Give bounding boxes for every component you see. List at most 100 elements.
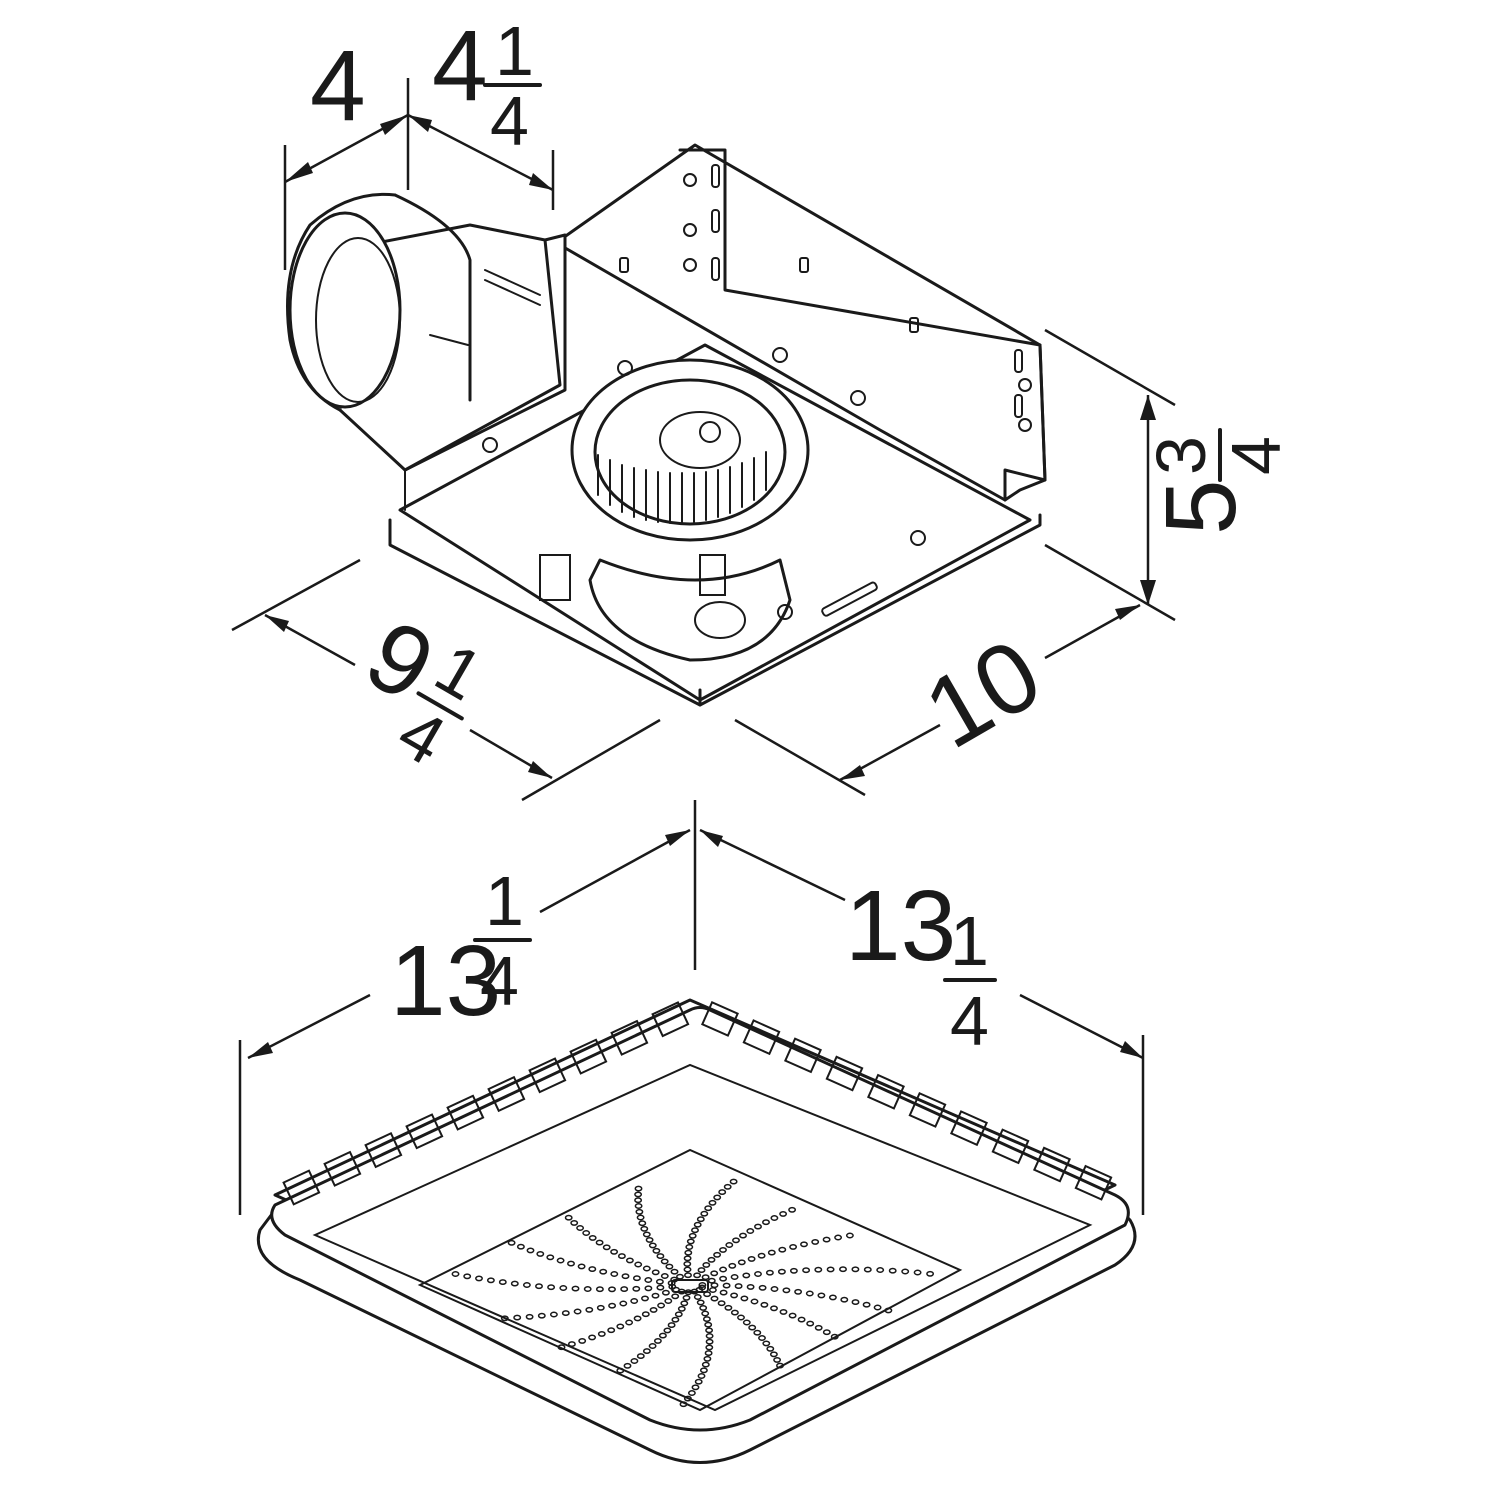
perforation-hole [701, 1361, 710, 1368]
perforation-hole [547, 1284, 556, 1291]
perforation-hole [625, 1319, 634, 1326]
perforation-hole [693, 1294, 702, 1300]
perforation-hole [608, 1286, 616, 1293]
perforation-hole [719, 1266, 728, 1273]
perforation-hole [577, 1263, 586, 1270]
dim-grille-width-left: 13 1 4 [238, 800, 697, 1215]
perforation-hole [723, 1183, 732, 1190]
perforation-hole [522, 1282, 531, 1288]
perforation-hole [556, 1257, 565, 1264]
perforation-hole [748, 1324, 757, 1331]
perforation-hole [595, 1286, 604, 1293]
perforation-hole [599, 1268, 608, 1275]
perforation-hole [758, 1284, 767, 1291]
perforation-hole [746, 1228, 755, 1234]
perforation-hole [636, 1214, 645, 1221]
perforation-hole [765, 1269, 774, 1276]
grille-side-slots [282, 1000, 1113, 1206]
perforation-hole [705, 1333, 714, 1339]
perforation-hole [642, 1265, 651, 1272]
perforation-hole [718, 1189, 727, 1196]
perforation-hole [670, 1268, 679, 1275]
perforation-hole [648, 1343, 657, 1349]
perforation-hole [536, 1250, 545, 1257]
grille-slot [405, 1113, 444, 1150]
perforation-hole [657, 1302, 666, 1309]
perforation-hole [913, 1269, 922, 1276]
perforation-hole [873, 1304, 882, 1311]
perforation-hole [805, 1290, 814, 1297]
dim-duct-length-whole: 4 [432, 10, 488, 122]
perforation-hole [570, 1219, 579, 1226]
perforation-hole [845, 1232, 854, 1239]
perforation-hole [710, 1295, 719, 1302]
perforation-hole [644, 1277, 653, 1283]
perforation-hole [513, 1314, 522, 1321]
perforation-hole [641, 1311, 650, 1318]
perforation-hole [679, 1401, 688, 1408]
perforation-hole [760, 1301, 769, 1308]
grille-slot [364, 1131, 403, 1169]
perforation-hole [876, 1267, 885, 1273]
perforation-hole [750, 1298, 759, 1305]
perforation-hole [651, 1292, 660, 1299]
perforation-hole [767, 1249, 776, 1256]
perforation-hole [500, 1315, 509, 1322]
fan-housing [286, 143, 1047, 707]
perforation-hole [863, 1266, 872, 1273]
perforation-hole [708, 1287, 717, 1293]
perforation-hole [644, 1285, 653, 1292]
perforation-hole [754, 1271, 762, 1277]
perforation-hole [782, 1287, 791, 1294]
perforation-hole [704, 1205, 713, 1212]
perforation-hole [634, 1261, 643, 1268]
flange-holes [482, 347, 926, 620]
perforation-hole [638, 1220, 647, 1227]
perforation-hole [596, 1304, 605, 1311]
perforation-hole [729, 1178, 738, 1185]
grille-slot [446, 1094, 485, 1131]
perforation-hole [817, 1292, 826, 1299]
perforation-hole [625, 1257, 634, 1264]
perforation-hole [507, 1239, 516, 1246]
perforation-hole [776, 1362, 784, 1369]
grille-slot [866, 1073, 905, 1110]
perforation-hole [510, 1280, 519, 1287]
perforation-hole [742, 1272, 751, 1279]
perforation-hole [719, 1289, 728, 1296]
perforation-hole [826, 1266, 835, 1273]
perforation-hole [789, 1267, 798, 1274]
perforation-hole [632, 1275, 641, 1282]
perforation-hole [661, 1289, 670, 1296]
perforation-hole [797, 1316, 806, 1323]
perforation-hole [811, 1238, 820, 1245]
perforation-hole [651, 1269, 660, 1276]
perforation-hole [630, 1358, 639, 1364]
perforation-hole [686, 1238, 695, 1245]
perforation-hole [656, 1253, 665, 1260]
perforation-hole [728, 1262, 737, 1269]
perforation-hole [734, 1283, 743, 1290]
perforation-hole [578, 1337, 587, 1344]
perforation-hole [463, 1273, 472, 1280]
perforation-hole [653, 1337, 662, 1344]
perforation-hole [802, 1267, 811, 1274]
perforation-hole [773, 1356, 782, 1363]
perforation-hole [583, 1286, 592, 1292]
perforation-hole [740, 1295, 749, 1302]
perforation-hole [685, 1244, 694, 1250]
perforation-hole [840, 1296, 849, 1303]
perforation-hole [800, 1241, 808, 1248]
perforation-hole [713, 1194, 722, 1201]
perforation-hole [691, 1227, 699, 1234]
perforation-hole [634, 1191, 643, 1198]
perforation-hole [699, 1304, 708, 1311]
dim-height-numerator: 3 [1142, 436, 1220, 475]
grille-slot [825, 1055, 864, 1092]
perforation-hole [620, 1286, 629, 1293]
perforation-hole [660, 1273, 669, 1279]
perforation-hole [660, 1258, 669, 1265]
perforation-hole [567, 1260, 575, 1267]
perforation-hole [814, 1324, 823, 1331]
dim-duct-length: 4 1 4 [407, 10, 555, 210]
